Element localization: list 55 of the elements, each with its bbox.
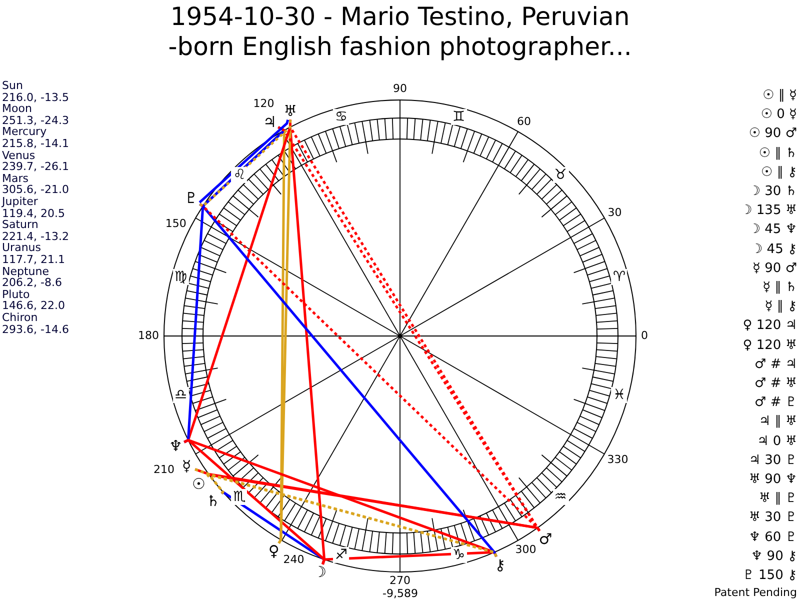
aspect-entry: ♂ # ♃ [754,356,797,373]
position-value: 221.4, -13.2 [2,230,69,243]
aspect-entry: ♅ 30 ♇ [748,510,797,526]
position-value: 206.2, -8.6 [2,277,62,290]
aspect-entry: ☉ ∥ ☿ [762,88,797,104]
chart-value: -9,589 [382,588,418,599]
aspect-entry: ♆ 90 ⚷ [751,548,797,565]
aspect-entry: ☿ ∥ ⚷ [764,299,797,316]
position-value: 251.3, -24.3 [2,114,69,127]
aspect-entry: ♀ 120 ♃ [742,318,797,334]
footer-note: Patent Pending [714,587,797,599]
aspect-entry: ☿ 90 ♂ [752,260,797,277]
aspect-entry: ♆ 60 ♇ [748,530,797,546]
position-value: 146.6, 22.0 [2,300,65,312]
degree-label: 270 [390,575,410,587]
position-value: 239.7, -26.1 [2,161,69,174]
chart-title: 1954-10-30 - Mario Testino, Peruvian -born English fashion photographer... [167,2,633,62]
position-value: 117.7, 21.1 [2,254,65,266]
aspect-entry: ☉ ∥ ⚷ [761,164,797,181]
planet-name: Pluto [2,288,30,301]
aspect-entry: ☉ ∥ ♄ [758,146,797,162]
planet-name: Uranus [2,242,41,254]
aspect-entry: ☽ 135 ♅ [740,203,797,220]
aspect-entry: ♇ 150 ⚷ [742,568,797,584]
aspect-entry: ☉ 0 ☿ [760,107,797,124]
planet-name: Sun [2,80,23,92]
aspect-entry: ♃ 30 ♇ [748,452,797,469]
aspect-entry: ♂ # ♇ [754,395,797,412]
aspect-entry: ♀ 120 ♅ [742,338,797,354]
degree-label: 180 [138,330,159,342]
planet-name: Moon [2,103,32,116]
aspect-entry: ☉ 90 ♂ [748,126,797,142]
position-value: 119.4, 20.5 [2,208,65,220]
aspect-entry: ♃ 0 ♅ [757,434,797,450]
position-value: 293.6, -14.6 [2,324,69,336]
aspect-entry: ☽ 30 ♄ [748,184,797,200]
position-value: 216.0, -13.5 [2,92,69,104]
position-value: 215.8, -14.1 [2,138,69,150]
aspect-entry: ♃ ∥ ♅ [758,414,797,430]
aspect-entry: ♅ ∥ ♇ [758,491,797,508]
planet-name: Chiron [2,312,38,324]
planet-name: Mercury [2,126,47,138]
planet-name: Venus [2,150,36,162]
aspect-entry: ♅ 90 ♆ [748,472,797,488]
degree-label: 0 [641,330,648,342]
aspect-entry: ☽ 45 ⚷ [751,242,797,258]
planet-name: Mars [2,172,28,185]
degree-label: 90 [393,83,407,95]
planet-name: Jupiter [2,196,38,208]
planet-name: Saturn [2,219,38,232]
aspect-entry: ☿ ∥ ♄ [762,280,797,296]
aspect-entry: ☽ 45 ♆ [748,222,797,238]
planet-name: Neptune [2,266,50,278]
position-value: 305.6, -21.0 [2,184,69,196]
aspect-entry: ♂ # ♅ [754,376,797,392]
